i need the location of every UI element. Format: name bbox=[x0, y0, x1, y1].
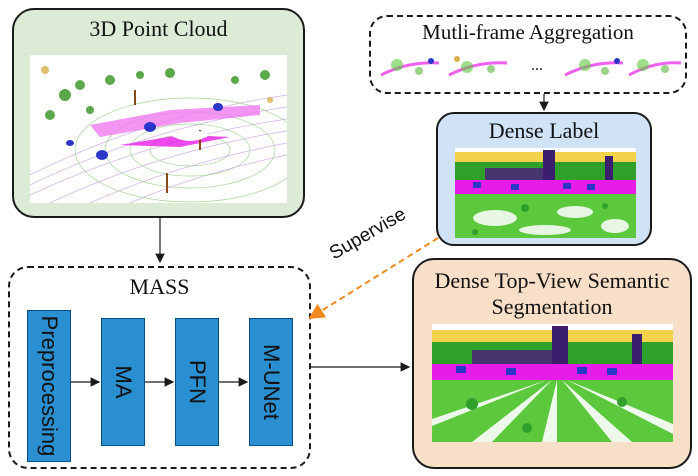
aggregation-panel: Mutli-frame Aggregation ... bbox=[369, 15, 687, 94]
dense-label-image bbox=[455, 148, 636, 238]
aggregation-frame-3 bbox=[564, 58, 624, 77]
aggregation-title: Mutli-frame Aggregation bbox=[422, 20, 634, 44]
arrow-supervise bbox=[308, 237, 439, 320]
mass-title: MASS bbox=[129, 274, 190, 299]
aggregation-frame-1 bbox=[380, 58, 440, 77]
ma-block: MA bbox=[101, 318, 145, 446]
munet-block: M-UNet bbox=[249, 318, 293, 446]
point-cloud-image bbox=[30, 55, 287, 203]
pfn-block: PFN bbox=[175, 318, 219, 446]
point-cloud-title: 3D Point Cloud bbox=[89, 16, 228, 41]
dense-label-panel: Dense Label bbox=[436, 112, 652, 246]
aggregation-frame-2 bbox=[448, 56, 508, 77]
output-panel: Dense Top-View Semantic Segmentation bbox=[412, 258, 692, 469]
output-title-line2: Segmentation bbox=[491, 294, 613, 319]
point-cloud-panel: 3D Point Cloud bbox=[12, 8, 305, 218]
aggregation-frame-4 bbox=[628, 59, 682, 77]
aggregation-ellipsis: ... bbox=[531, 57, 543, 74]
output-segmentation-image bbox=[432, 324, 673, 442]
dense-label-title: Dense Label bbox=[488, 118, 600, 143]
preprocessing-block: Preprocessing bbox=[27, 310, 71, 462]
output-title-line1: Dense Top-View Semantic bbox=[434, 268, 670, 293]
